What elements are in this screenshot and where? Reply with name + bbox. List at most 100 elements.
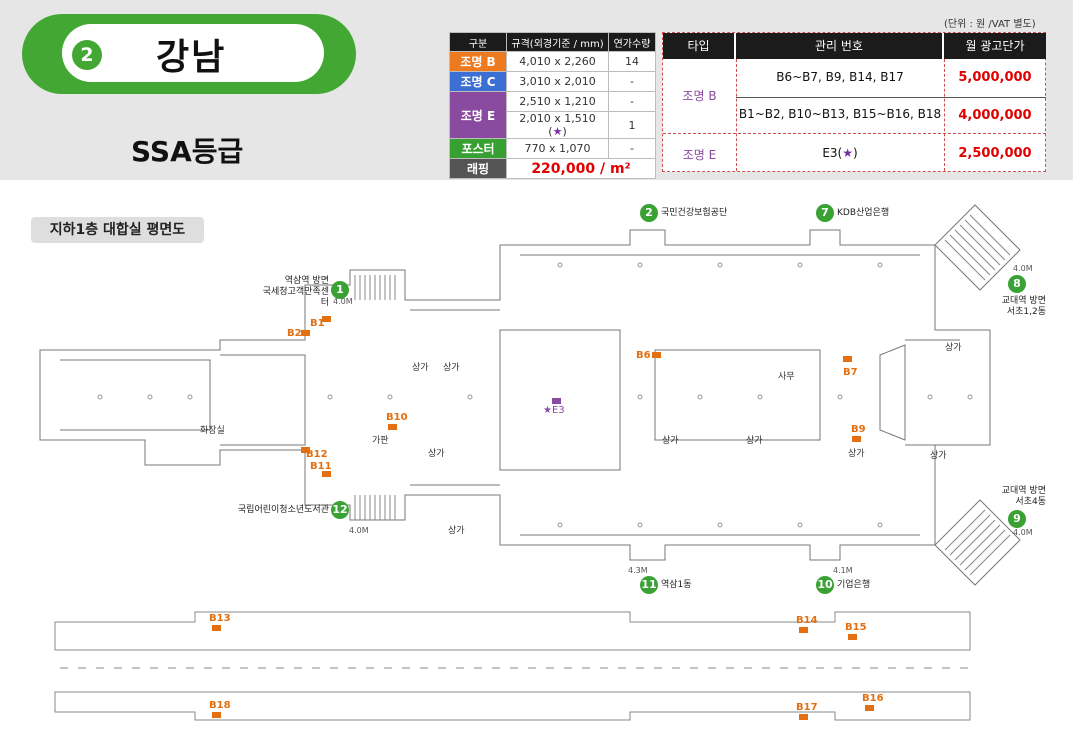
slot-b10: B10 [386, 412, 408, 423]
spec-size: 2,510 x 1,210 [506, 91, 609, 112]
spec-size: 4,010 x 2,260 [506, 51, 609, 72]
slot-b17: B17 [796, 702, 818, 713]
shop-label: 상가 [848, 449, 865, 459]
slot-b12: B12 [306, 449, 328, 460]
spec-type-poster: 포스터 [449, 138, 507, 159]
star-icon: ★ [552, 125, 563, 138]
slot-b16: B16 [862, 693, 884, 704]
slot-b18: B18 [209, 700, 231, 711]
exit-1-badge: 1 [331, 281, 349, 299]
spec-qty: 14 [608, 51, 656, 72]
spec-qty: 1 [608, 111, 656, 139]
shop-label: 상가 [662, 436, 679, 446]
spec-type-e: 조명 E [449, 91, 507, 139]
exit-7-badge: 7 [816, 204, 834, 222]
spec-qty: - [608, 138, 656, 159]
slot-b16-mark [865, 705, 874, 711]
exit-7-label: KDB산업은행 [837, 208, 890, 218]
price-type-e: 조명 E [682, 148, 717, 162]
slot-b15: B15 [845, 622, 867, 633]
slot-b17-mark [799, 714, 808, 720]
grade-label: SSA등급 [131, 135, 244, 168]
shop-label: 상가 [443, 363, 460, 373]
spec-type-c: 조명 C [449, 71, 507, 92]
station-badge [22, 14, 356, 94]
depth-label: 4.3M [628, 566, 648, 575]
slot-b15-mark [848, 634, 857, 640]
exit-2-label: 국민건강보험공단 [661, 208, 728, 218]
station-name: 강남 [156, 37, 227, 78]
exit-10-badge: 10 [816, 576, 834, 594]
price-value: 4,000,000 [958, 108, 1032, 123]
floor-plan-title: 지하1층 대합실 평면도 [31, 217, 204, 243]
exit-1-label: 역삼역 방면 국세청고객만족센터 [262, 276, 329, 308]
spec-type-b: 조명 B [449, 51, 507, 72]
slot-b10-mark [388, 424, 397, 430]
price-ids: B1~B2, B10~B13, B15~B16, B18 [738, 107, 942, 121]
slot-e3-mark [552, 398, 561, 404]
slot-b6-mark [652, 352, 661, 358]
price-header-type: 타입 [663, 33, 734, 59]
slot-b2-mark [301, 330, 310, 336]
price-ids: B6~B7, B9, B14, B17 [776, 70, 904, 84]
shop-label: 상가 [428, 449, 445, 459]
slot-e3: ★E3 [543, 405, 565, 416]
spec-size: 3,010 x 2,010 [506, 71, 609, 92]
spec-type-wrap: 래핑 [449, 158, 507, 179]
spec-size: 2,010 x 1,510 (★) [506, 111, 609, 139]
depth-label: 4.0M [1013, 264, 1033, 273]
slot-b1: B1 [310, 318, 325, 329]
exit-9-badge: 9 [1008, 510, 1026, 528]
slot-b18-mark [212, 712, 221, 718]
exit-9-label: 교대역 방면 서초4동 [1001, 486, 1046, 507]
spec-header-qty: 연가수량 [608, 32, 656, 52]
spec-size: 770 x 1,070 [506, 138, 609, 159]
depth-label: 4.0M [333, 297, 353, 306]
floor-plan [39, 204, 1021, 721]
shop-label: 상가 [448, 526, 465, 536]
slot-b14-mark [799, 627, 808, 633]
price-header-price: 월 광고단가 [944, 33, 1046, 59]
price-header-ids: 관리 번호 [736, 33, 942, 59]
slot-b9: B9 [851, 424, 866, 435]
exit-8-badge: 8 [1008, 275, 1026, 293]
slot-b11: B11 [310, 461, 332, 472]
slot-b7: B7 [843, 367, 858, 378]
exit-11-label: 역삼1동 [661, 580, 692, 590]
spec-header-type: 구분 [449, 32, 507, 52]
exit-12-label: 국립어린이청소년도서관 [237, 505, 329, 515]
exit-2-badge: 2 [640, 204, 658, 222]
depth-label: 4.1M [833, 566, 853, 575]
slot-b12-mark [301, 447, 310, 453]
kiosk-label: 가판 [372, 436, 389, 446]
price-type-b: 조명 B [682, 89, 717, 103]
slot-b11-mark [322, 471, 331, 477]
restroom-label: 화장실 [200, 426, 225, 436]
slot-b14: B14 [796, 615, 818, 626]
shop-label: 상가 [945, 343, 962, 353]
shop-label: 상가 [412, 363, 429, 373]
slot-b6: B6 [636, 350, 651, 361]
slot-b9-mark [852, 436, 861, 442]
slot-b7-mark [843, 356, 852, 362]
spec-qty: - [608, 71, 656, 92]
shop-label: 상가 [930, 451, 947, 461]
unit-note: (단위 : 원 /VAT 별도) [944, 19, 1036, 30]
office-label: 사무 [778, 372, 795, 382]
spec-table: 구분 규격(외경기준 / mm) 연가수량 조명 B 4,010 x 2,260… [449, 32, 656, 179]
shop-label: 상가 [746, 436, 763, 446]
exit-11-badge: 11 [640, 576, 658, 594]
price-value: 5,000,000 [958, 70, 1032, 85]
depth-label: 4.0M [349, 526, 369, 535]
exit-8-label: 교대역 방면 서초1,2동 [1001, 296, 1046, 317]
price-ids: E3(★) [822, 146, 858, 160]
slot-b13-mark [212, 625, 221, 631]
depth-label: 4.0M [1013, 528, 1033, 537]
star-icon: ★ [842, 146, 853, 160]
price-value: 2,500,000 [958, 146, 1032, 161]
slot-b13: B13 [209, 613, 231, 624]
slot-b2: B2 [287, 328, 302, 339]
wrap-price: 220,000 / m² [506, 158, 656, 179]
price-table: 타입 관리 번호 월 광고단가 조명 B B6~B7, B9, B14, B17… [662, 32, 1046, 172]
exit-12-badge: 12 [331, 501, 349, 519]
